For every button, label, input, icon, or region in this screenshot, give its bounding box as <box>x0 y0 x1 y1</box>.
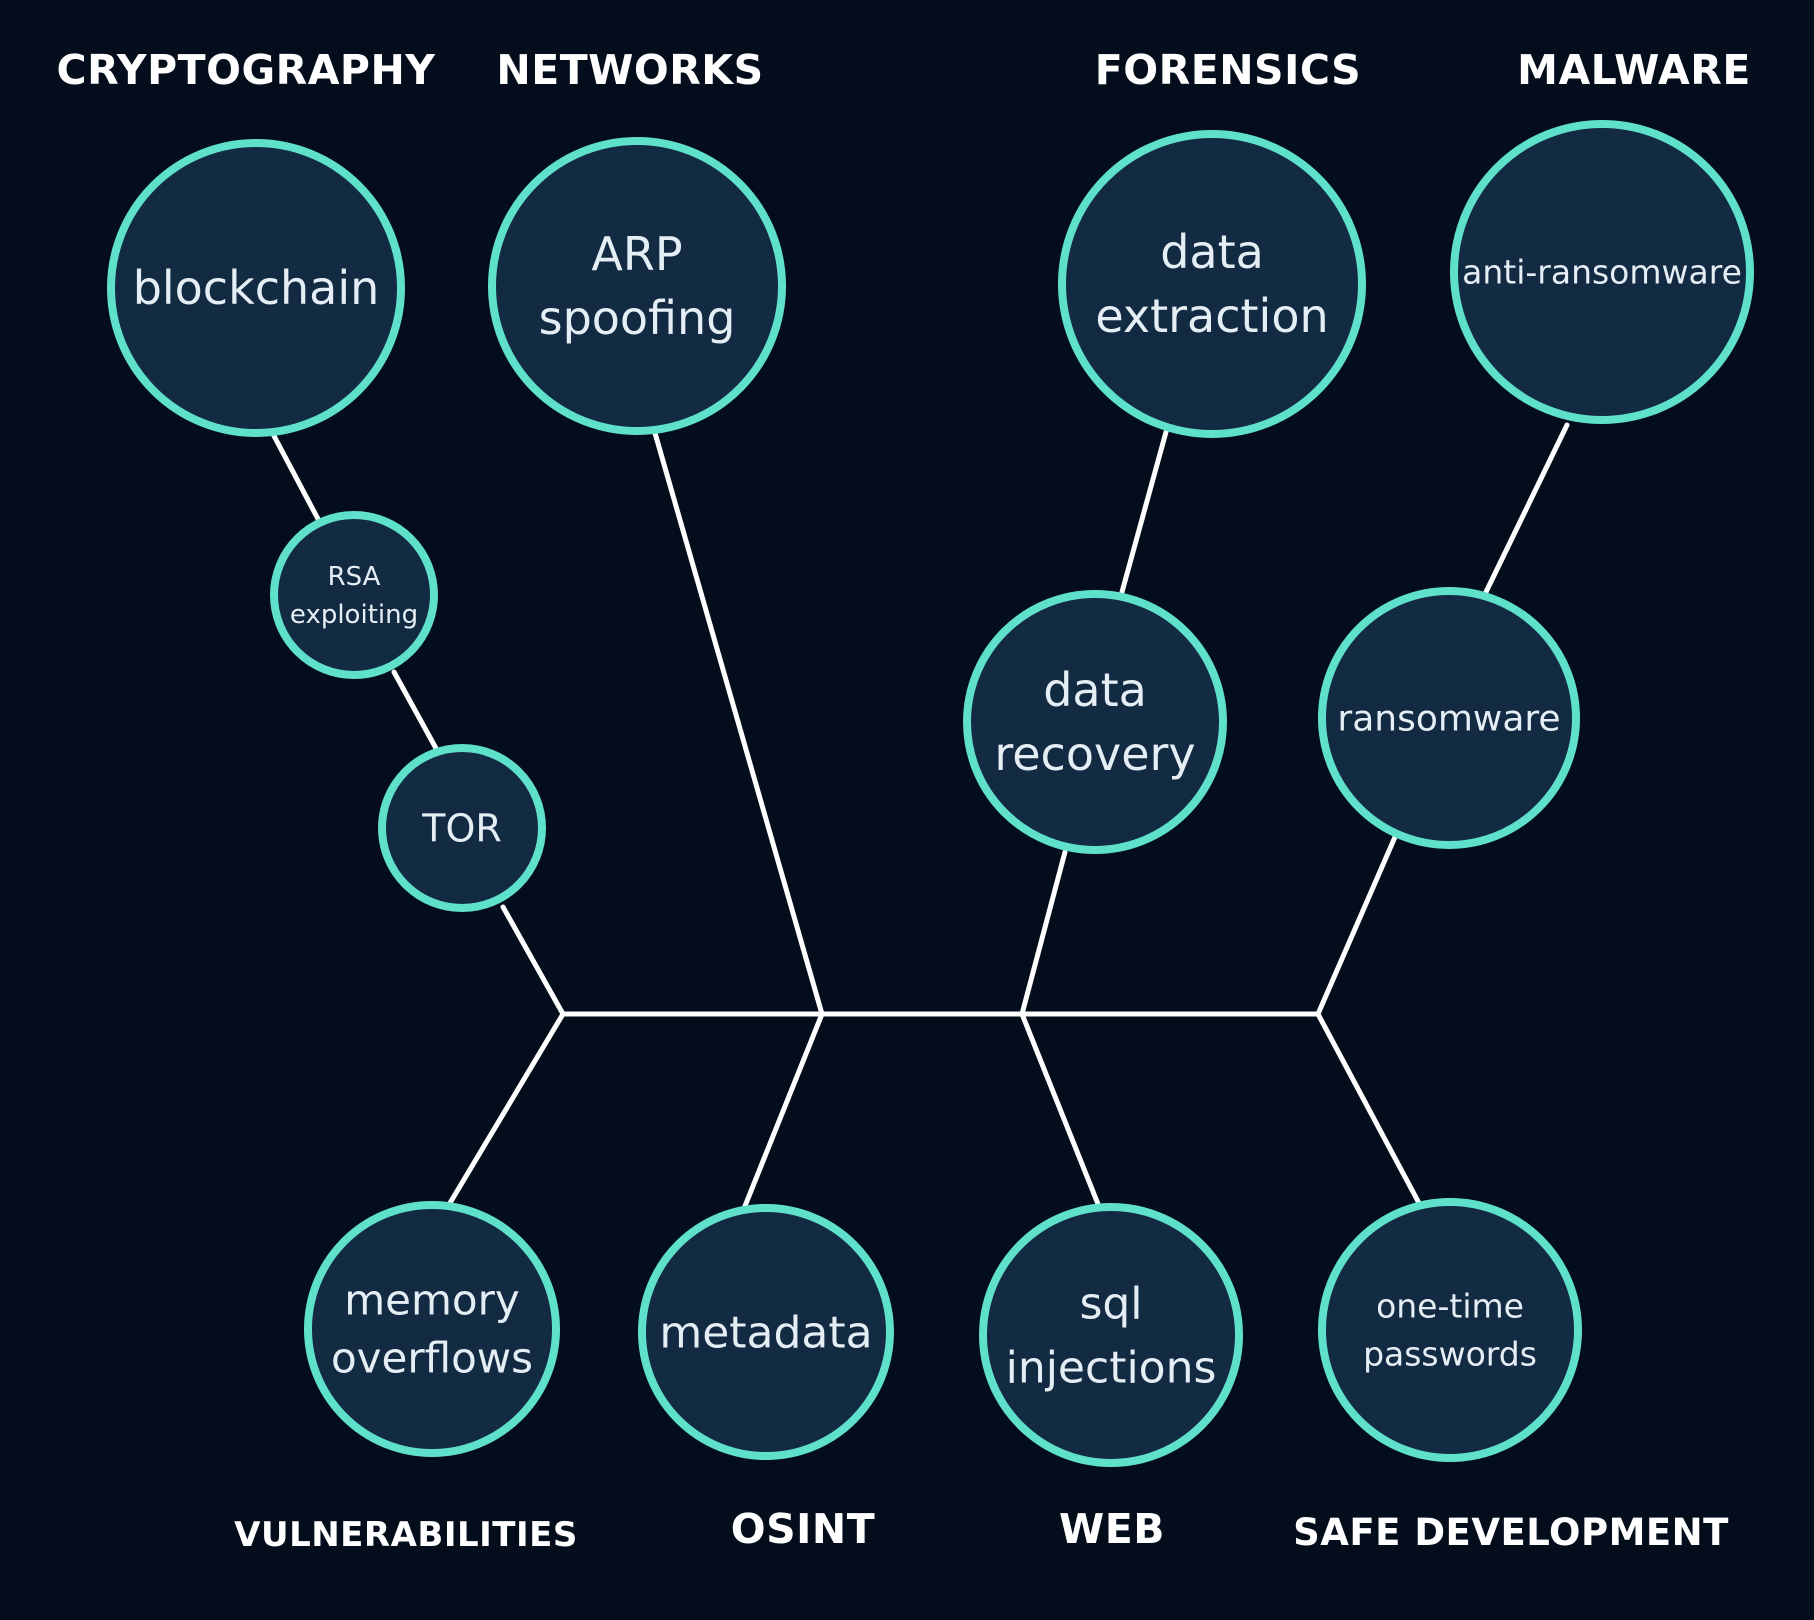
node-arp-spoofing: ARP spoofing <box>488 137 786 435</box>
category-cryptography: CRYPTOGRAPHY <box>57 46 437 94</box>
category-safe-development: SAFE DEVELOPMENT <box>1293 1511 1729 1554</box>
node-one-time-passwords: one-time passwords <box>1318 1198 1582 1462</box>
link-rsa-tor <box>391 669 441 755</box>
category-forensics: FORENSICS <box>1095 46 1361 94</box>
node-anti-ransomware-circle <box>1450 120 1754 424</box>
link-extraction-recovery <box>1119 429 1169 595</box>
category-osint: OSINT <box>731 1505 875 1553</box>
node-memory-overflows-label: memory <box>344 1276 520 1325</box>
node-arp-spoofing-circle <box>488 137 786 435</box>
node-sql-injections-circle <box>979 1203 1243 1467</box>
link-arp-spine <box>652 430 825 1017</box>
node-data-extraction-label: extraction <box>1095 289 1328 343</box>
node-rsa-exploiting-label: RSA <box>328 562 381 592</box>
category-networks: NETWORKS <box>496 46 763 94</box>
node-data-recovery-label: recovery <box>994 727 1195 781</box>
link-spine-sql <box>1019 1011 1103 1212</box>
node-data-extraction: data extraction <box>1058 130 1366 438</box>
node-data-recovery-label: data <box>1043 663 1147 717</box>
node-metadata-label: metadata <box>659 1307 872 1358</box>
link-ransomware-spine <box>1315 834 1398 1017</box>
node-tor: TOR <box>378 744 546 912</box>
node-memory-overflows: memory overflows <box>304 1201 560 1457</box>
category-vulnerabilities: VULNERABILITIES <box>234 1515 578 1555</box>
link-spine-metadata <box>742 1011 825 1209</box>
node-ransomware-circle <box>1318 587 1580 849</box>
node-rsa-exploiting: RSA exploiting <box>270 511 438 679</box>
node-memory-overflows-label: overflows <box>331 1334 533 1383</box>
node-anti-ransomware: anti-ransomware <box>1450 120 1754 424</box>
link-antiransomware-ransomware <box>1483 422 1570 595</box>
node-tor-circle <box>378 744 546 912</box>
node-one-time-passwords-circle <box>1318 1198 1582 1462</box>
node-sql-injections-label: sql <box>1079 1278 1142 1329</box>
links <box>270 422 1570 1212</box>
node-sql-injections: sql injections <box>979 1203 1243 1467</box>
node-arp-spoofing-label: spoofing <box>539 291 736 345</box>
node-ransomware-label: ransomware <box>1337 699 1560 740</box>
link-blockchain-rsa <box>270 431 321 522</box>
link-spine-memory <box>447 1011 566 1206</box>
node-one-time-passwords-label: passwords <box>1363 1335 1537 1374</box>
category-web: WEB <box>1059 1505 1165 1553</box>
node-arp-spoofing-label: ARP <box>591 227 682 281</box>
node-blockchain-circle <box>107 139 405 437</box>
node-data-extraction-label: data <box>1160 225 1264 279</box>
node-rsa-exploiting-label: exploiting <box>290 600 418 630</box>
category-malware: MALWARE <box>1517 46 1751 94</box>
node-data-extraction-circle <box>1058 130 1366 438</box>
link-tor-spine <box>500 904 566 1017</box>
node-rsa-exploiting-circle <box>270 511 438 679</box>
node-data-recovery: data recovery <box>963 590 1227 854</box>
node-metadata: metadata <box>638 1204 894 1460</box>
category-labels: CRYPTOGRAPHY NETWORKS FORENSICS MALWARE … <box>57 46 1751 1555</box>
node-ransomware: ransomware <box>1318 587 1580 849</box>
node-memory-overflows-circle <box>304 1201 560 1457</box>
link-recovery-spine <box>1019 849 1068 1017</box>
node-blockchain: blockchain <box>107 139 405 437</box>
node-data-recovery-circle <box>963 590 1227 854</box>
node-anti-ransomware-label: anti-ransomware <box>1462 253 1742 292</box>
link-spine-otp <box>1315 1011 1423 1208</box>
node-metadata-circle <box>638 1204 894 1460</box>
node-sql-injections-label: injections <box>1006 1342 1217 1393</box>
node-blockchain-label: blockchain <box>133 261 380 315</box>
node-tor-label: TOR <box>421 806 502 850</box>
node-one-time-passwords-label: one-time <box>1376 1287 1524 1326</box>
